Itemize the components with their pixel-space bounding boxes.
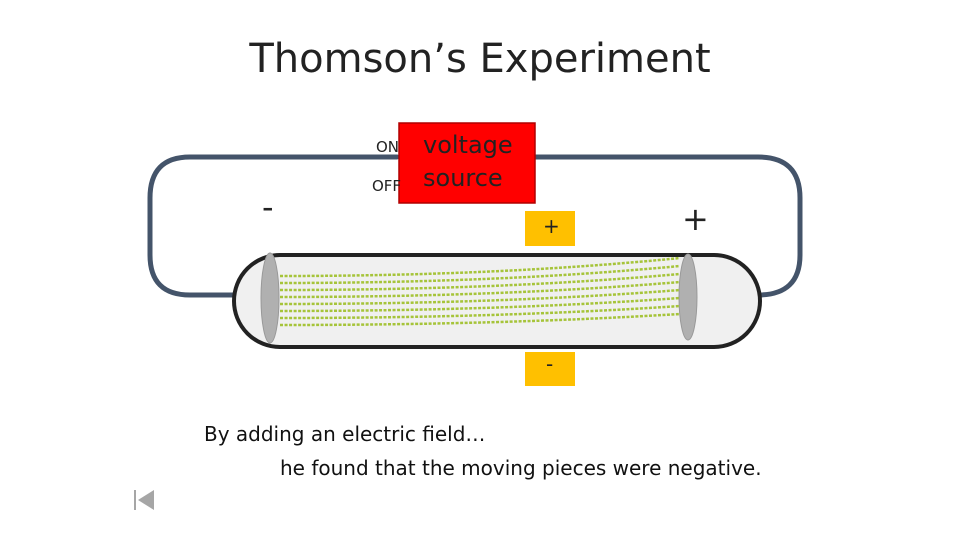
caption-line-1: By adding an electric field… [204,422,486,446]
skip-back-icon[interactable] [132,488,156,512]
lower-plate-sign: - [546,352,554,376]
lower-deflection-plate [525,352,575,386]
circuit-wire [147,154,803,298]
switch-on-label: ON [376,138,400,156]
switch-off-label: OFF [372,177,402,195]
upper-plate-sign: + [543,214,560,238]
slide-title: Thomson’s Experiment [249,36,711,82]
cathode-sign: - [262,188,274,226]
caption-line-2: he found that the moving pieces were neg… [280,456,762,480]
anode-electrode [678,253,698,341]
voltage-source-label-line2: source [423,164,503,192]
upper-deflection-plate [525,211,575,246]
voltage-source [398,122,536,204]
anode-sign: + [682,200,709,238]
cathode-electrode [260,252,280,344]
electron-beam [279,256,681,327]
voltage-source-label-line1: voltage [423,131,513,159]
